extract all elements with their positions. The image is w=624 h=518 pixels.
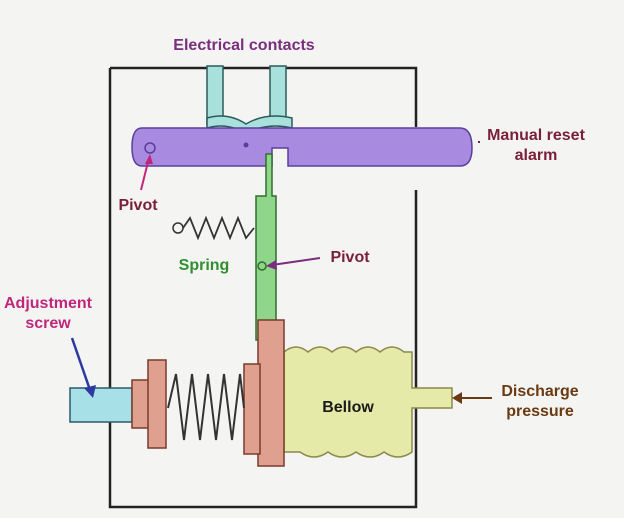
label-pivot-top: Pivot [118,197,158,214]
label-manual-reset-line2: alarm [515,147,558,164]
adjustment-screw-plate [147,359,167,449]
label-discharge-line1: Discharge [501,383,578,400]
bellow-end-plate [257,319,285,467]
lower-spring [167,373,245,441]
lever-pivot-point [144,142,156,154]
green-lever-pivot-point [257,261,267,271]
label-pivot-mid: Pivot [330,249,370,266]
label-manual-reset-line1: Manual reset [487,127,585,144]
label-bellow: Bellow [322,399,374,416]
label-spring: Spring [179,257,230,274]
upper-spring [172,215,255,241]
spring-seat-plate [243,363,261,455]
adjustment-screw-shaft [69,387,133,423]
bellow [283,346,453,458]
electrical-contacts [206,65,293,135]
label-adjustment-line2: screw [25,315,71,332]
label-electrical-contacts: Electrical contacts [173,37,315,54]
lever-notch-pivot [243,142,249,148]
green-trip-lever [255,153,277,341]
manual-reset-lever [131,127,473,167]
arrow-adjustment-screw [70,337,96,398]
label-discharge-line2: pressure [506,403,574,420]
arrow-discharge-pressure [452,392,492,404]
arrow-pivot-top [140,154,153,191]
label-adjustment-line1: Adjustment [4,295,93,312]
arrow-pivot-mid [266,257,321,270]
